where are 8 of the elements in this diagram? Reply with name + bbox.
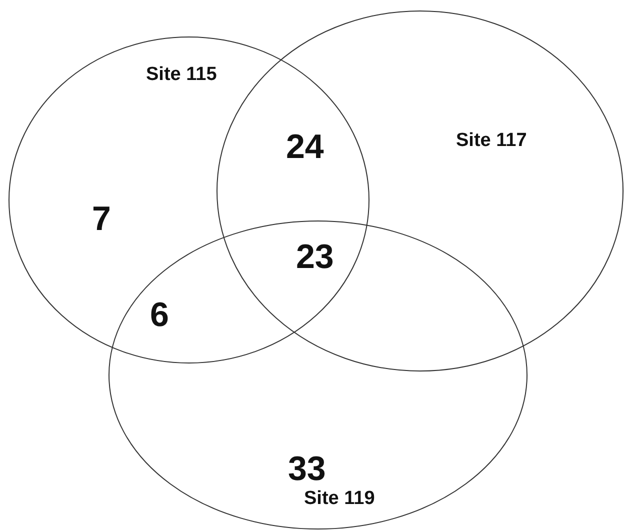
- region-count: 6: [150, 296, 169, 335]
- set-label: Site 119: [304, 488, 375, 510]
- region-count: 7: [92, 200, 111, 239]
- region-count: 24: [286, 128, 324, 167]
- region-count: 33: [288, 450, 326, 489]
- set-label: Site 117: [456, 130, 527, 152]
- set-label: Site 115: [146, 64, 217, 86]
- region-count: 23: [296, 238, 334, 277]
